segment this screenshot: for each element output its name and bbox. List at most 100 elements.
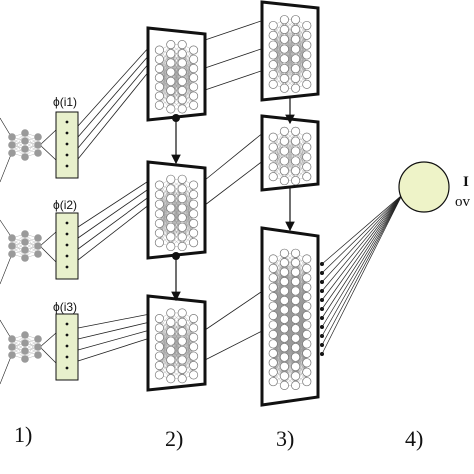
feature-dot: [65, 355, 69, 359]
connection-line: [77, 179, 151, 228]
block-node: [166, 308, 176, 318]
block-node: [268, 50, 278, 60]
block-node: [154, 332, 164, 342]
block-node: [302, 263, 312, 273]
block-node: [279, 54, 289, 64]
block-node: [302, 358, 312, 368]
block-node: [291, 54, 301, 64]
block-node: [268, 79, 278, 89]
output-node: [398, 161, 450, 213]
block-node: [154, 190, 164, 200]
output-line: [321, 194, 403, 292]
block-node: [154, 342, 164, 352]
connection-line: [204, 47, 265, 69]
connection-line: [77, 187, 151, 239]
block-node: [302, 320, 312, 330]
block-node: [291, 314, 301, 324]
network-blocks: [146, 0, 320, 407]
block-node: [154, 54, 164, 64]
input-node: [21, 129, 29, 137]
block-node: [166, 345, 176, 356]
block-node: [166, 232, 176, 242]
block-node: [268, 30, 278, 40]
input-node: [8, 250, 16, 258]
connection-line: [77, 313, 151, 329]
input-node: [21, 137, 29, 145]
connection-line: [39, 346, 57, 364]
block-node: [189, 351, 199, 361]
block-node: [279, 267, 289, 277]
block-node: [177, 222, 187, 232]
feature-label-1: ϕ(i1): [53, 95, 77, 109]
input-network: [8, 331, 42, 363]
block-node: [279, 146, 289, 156]
block-node: [166, 49, 176, 59]
input-node: [34, 242, 42, 250]
block-node: [189, 91, 199, 101]
block-node: [279, 156, 289, 166]
block-node: [268, 311, 278, 321]
input-node: [34, 149, 42, 157]
block-node: [177, 49, 187, 59]
block-node: [302, 162, 312, 172]
connection-line: [39, 245, 57, 263]
stage-label-4: 4): [405, 426, 423, 451]
block-node: [291, 83, 301, 93]
connection-line: [0, 151, 13, 183]
block-node: [279, 352, 289, 362]
block-node: [279, 136, 289, 146]
block-node: [189, 82, 199, 92]
block-node: [268, 377, 278, 387]
block-node: [268, 329, 278, 339]
connection-line: [39, 332, 57, 348]
block-node: [291, 277, 301, 287]
block-node: [268, 273, 278, 283]
input-node: [8, 335, 16, 343]
input-node: [21, 331, 29, 339]
block-node: [166, 327, 176, 337]
block-node: [268, 301, 278, 311]
connection-line: [77, 45, 151, 127]
block-node: [268, 142, 278, 152]
block-node: [291, 176, 301, 186]
block-node: [189, 100, 199, 110]
stage3-block-1: [260, 0, 320, 102]
block-node: [302, 40, 312, 50]
output-line: [321, 194, 403, 274]
block-node: [268, 69, 278, 80]
block-node: [177, 308, 187, 318]
block-node: [177, 203, 187, 213]
block-node: [189, 323, 199, 333]
block-node: [177, 336, 187, 346]
feature-dot: [65, 243, 69, 247]
block-node: [154, 199, 164, 209]
block-node: [177, 317, 187, 327]
block-node: [154, 351, 164, 361]
connection-lines: [0, 19, 403, 385]
input-node: [8, 242, 16, 250]
connection-line: [77, 337, 151, 362]
feature-dot: [65, 254, 69, 258]
connection-line: [0, 253, 13, 285]
stage2-arrows: [171, 114, 181, 302]
block-node: [166, 374, 176, 384]
block-node: [291, 324, 301, 334]
block-node: [189, 199, 199, 209]
block-node: [154, 228, 164, 238]
block-node: [166, 336, 176, 346]
block-node: [177, 67, 187, 77]
block-node: [302, 329, 312, 339]
stage-label-2: 2): [165, 426, 183, 451]
input-node: [8, 149, 16, 157]
block-node: [189, 342, 199, 352]
feature-dot: [65, 322, 69, 326]
block-node: [177, 40, 187, 50]
block-node: [302, 367, 312, 377]
stage3-block-2: [260, 114, 320, 192]
block-node: [189, 54, 199, 64]
block-node: [302, 311, 312, 321]
output-line: [321, 194, 403, 283]
output-line: [321, 194, 403, 355]
block-node: [279, 176, 289, 186]
block-node: [154, 100, 164, 110]
